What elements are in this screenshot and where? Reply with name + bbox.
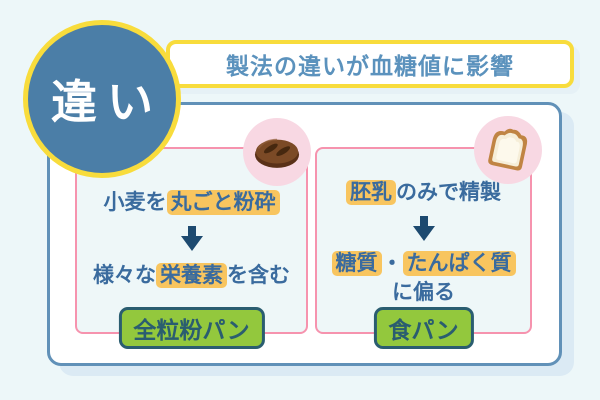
right-step2-highlight1: 糖質 [331,251,382,277]
arrow-down-icon [180,226,203,252]
right-step3-text: に偏る [392,280,455,304]
white-bread-slice-icon [488,128,528,171]
left-step2-plain1: 様々な [93,264,156,288]
left-step1-highlight: 丸ごと粉砕 [166,190,280,215]
left-step1-text: 小麦を丸ごと粉砕 [104,189,280,217]
whole-wheat-bread-loaf-icon [254,138,300,168]
white-bread-medallion [474,116,542,184]
left-step2-highlight: 栄養素 [156,263,227,289]
whole-wheat-loaf-medallion [243,118,311,186]
right-step2-text: 糖質・たんぱく質 [331,250,516,278]
title-box: 製法の違いが血糖値に影響 [166,40,574,88]
panel-right-content: 胚乳のみで精製 糖質・たんぱく質 に偏る [317,149,530,307]
arrow-down-icon [412,216,435,242]
right-arrow-wrap [412,216,436,242]
right-step2-highlight2: たんぱく質 [402,251,516,277]
panel-whole-wheat-bread: 小麦を丸ごと粉砕 様々な栄養素を含む 全粒粉パン [75,147,308,349]
panel-left-content: 小麦を丸ごと粉砕 様々な栄養素を含む [77,149,306,291]
left-step2-plain2: を含む [227,264,290,288]
difference-badge: 違い [23,20,181,178]
left-step1-plain: 小麦を [103,191,167,214]
right-step1-plain: のみで精製 [396,181,501,204]
panel-white-bread: 胚乳のみで精製 糖質・たんぱく質 に偏る 食パン [315,147,532,349]
label-whole-wheat-bread: 全粒粉パン [118,307,265,349]
left-arrow-wrap [180,226,204,252]
right-step1-text: 胚乳のみで精製 [346,179,501,207]
label-white-bread: 食パン [373,307,474,349]
right-step1-highlight: 胚乳 [346,180,396,205]
left-step2-text: 様々な栄養素を含む [93,262,290,290]
right-step2-separator: ・ [381,252,403,276]
difference-badge-label: 違い [51,76,163,128]
page-title: 製法の違いが血糖値に影響 [226,53,514,79]
